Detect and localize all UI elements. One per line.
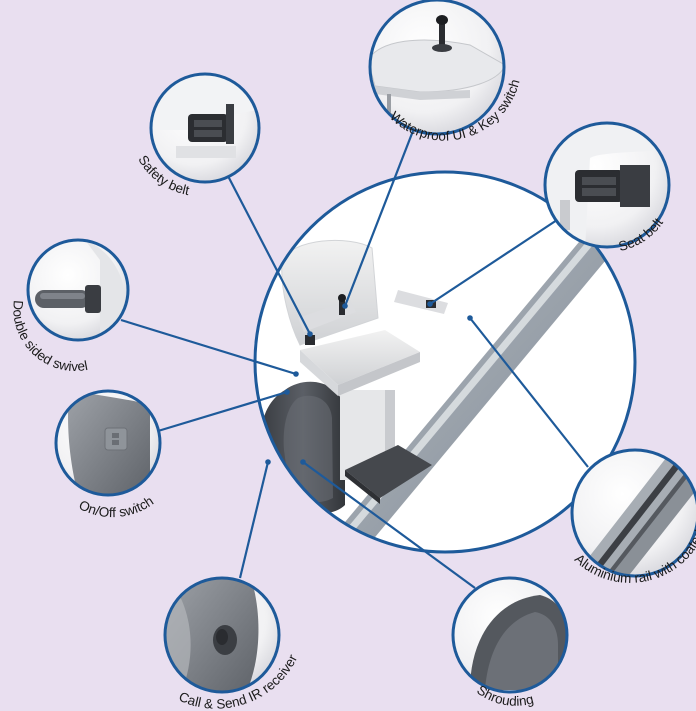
leader-ir-receiver	[240, 462, 268, 578]
callout-shrouding: Shrouding	[453, 578, 570, 709]
callout-double-swivel: Double sided swivel	[10, 240, 128, 374]
callout-safety-belt: Safety belt	[135, 70, 260, 198]
callout-on-off-switch: On/Off switch	[56, 390, 160, 520]
ir-sensor-icon	[165, 575, 258, 695]
callout-waterproof-ui: Waterproof UI & Key switch	[368, 0, 523, 144]
callout-ir-receiver: Call & Send IR receiver	[165, 575, 300, 711]
callout-label: On/Off switch	[77, 493, 157, 520]
power-switch-icon	[68, 390, 150, 500]
